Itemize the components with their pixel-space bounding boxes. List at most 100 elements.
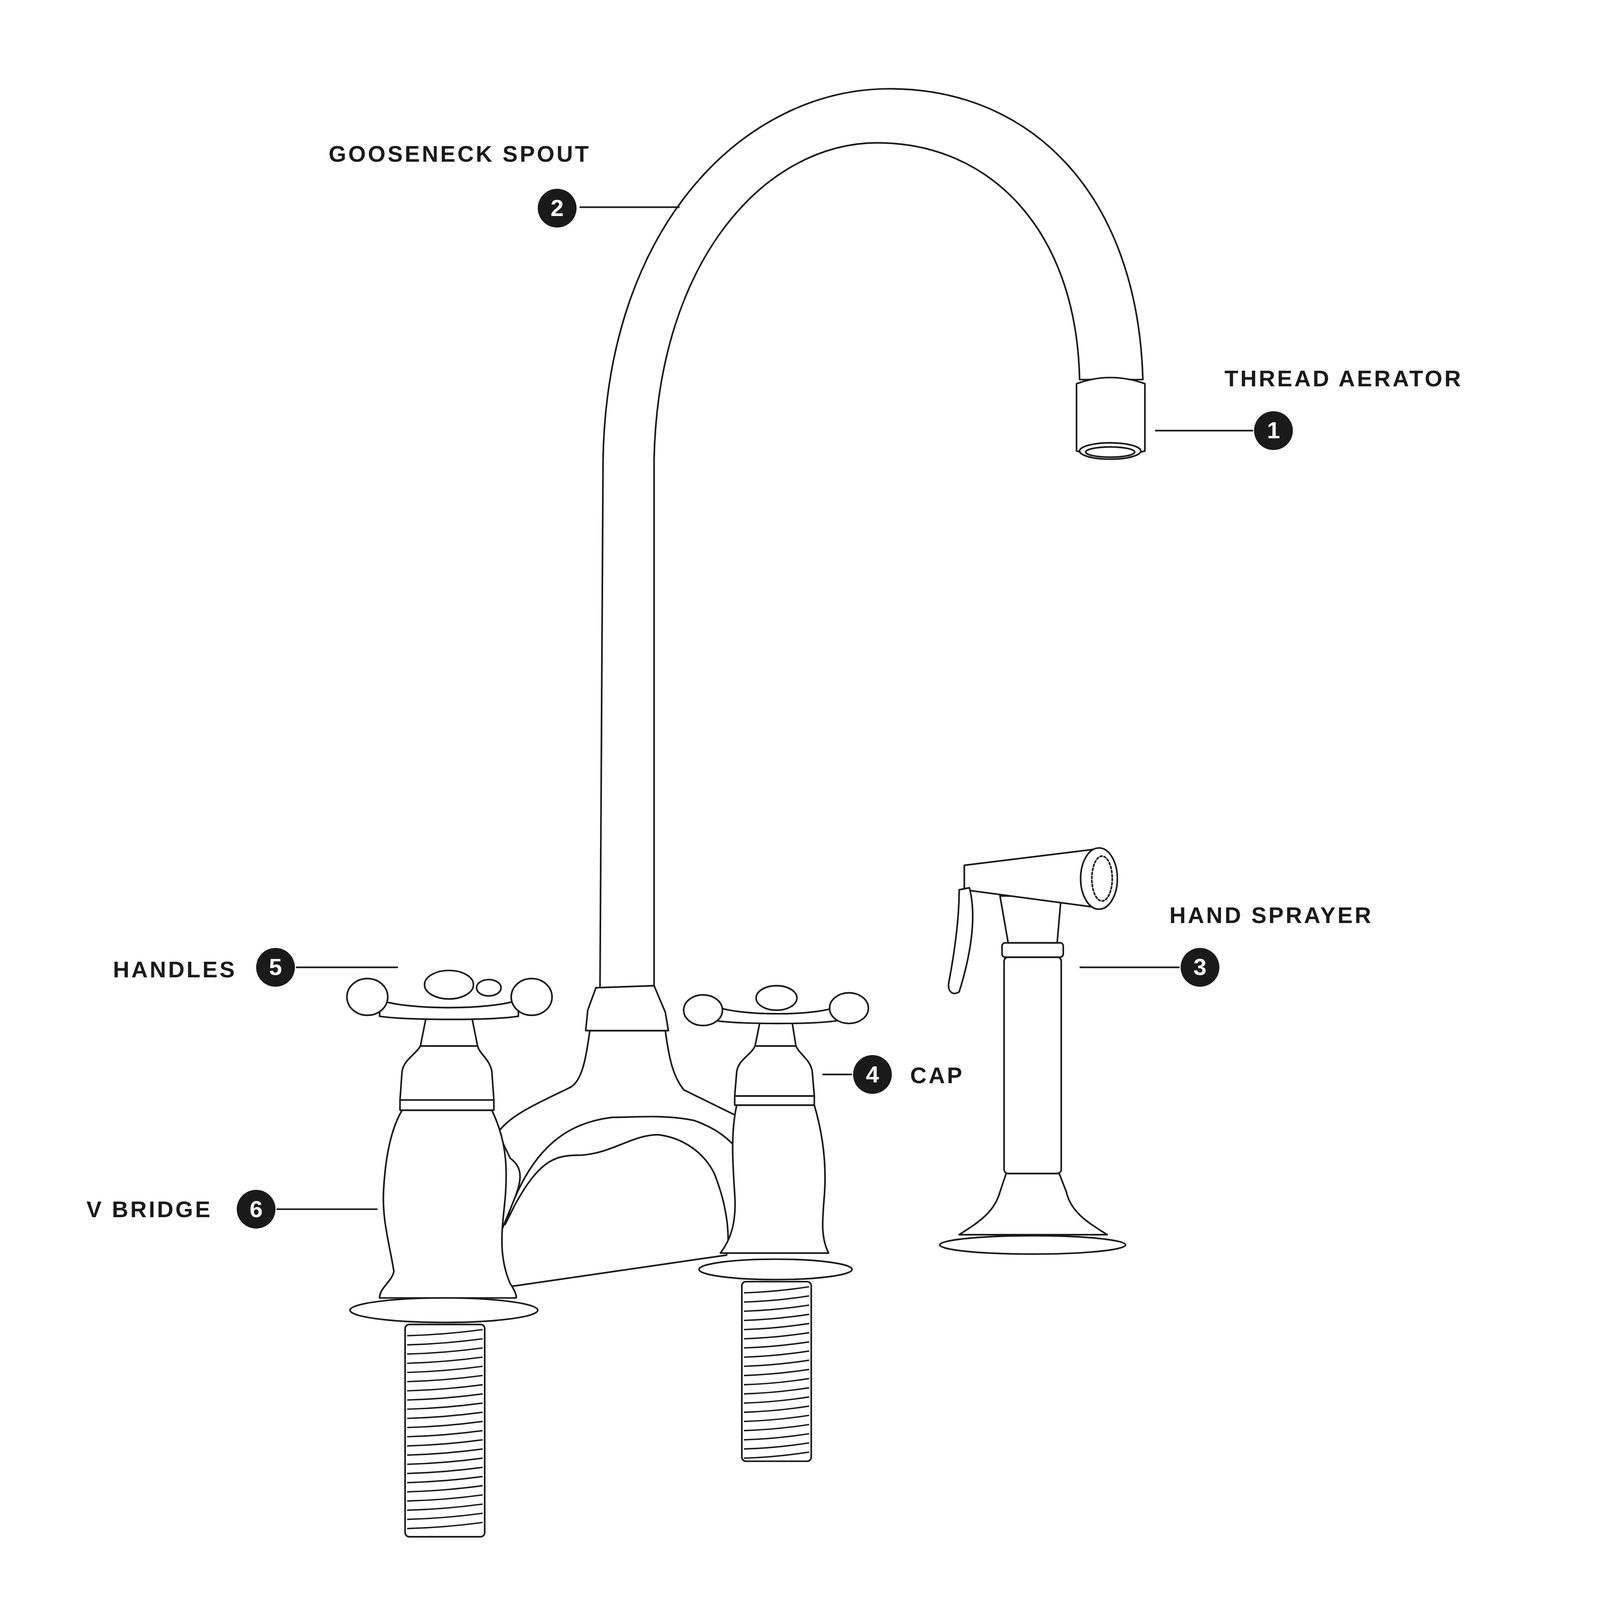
right-valve-body — [720, 1105, 829, 1254]
leader-lines — [276, 207, 1254, 1209]
left-thread — [405, 1324, 485, 1537]
right-handle-knob — [683, 994, 723, 1026]
callout-number: 5 — [269, 955, 283, 979]
part-name: HANDLES — [112, 958, 237, 981]
thread-line — [743, 1323, 809, 1330]
part-name: GOOSENECK SPOUT — [328, 142, 591, 166]
thread-line — [407, 1421, 483, 1428]
thread-line — [407, 1458, 483, 1465]
thread-line — [407, 1348, 483, 1355]
thread-line — [743, 1433, 809, 1440]
thread-line — [743, 1442, 809, 1450]
thread-line — [407, 1357, 483, 1364]
part-name: CAP — [910, 1064, 965, 1087]
right-valve-ring — [734, 1096, 815, 1106]
right-handle-knob — [829, 992, 869, 1024]
thread-line — [743, 1387, 809, 1395]
sprayer-nozzle — [1091, 856, 1113, 902]
callout-circles — [236, 188, 1293, 1229]
left-handle-knob — [476, 979, 502, 997]
thread-line — [407, 1448, 483, 1456]
leader-line — [296, 966, 399, 968]
gooseneck-spout — [600, 88, 1143, 988]
thread-line — [407, 1393, 483, 1400]
sprayer-face — [1080, 848, 1118, 910]
thread-line — [407, 1485, 483, 1492]
sprayer-flange — [939, 1235, 1126, 1254]
v-bridge — [494, 1030, 750, 1288]
thread-line — [743, 1415, 809, 1422]
callout-number: 1 — [1266, 418, 1280, 443]
left-cap — [400, 1046, 494, 1100]
thread-line — [407, 1375, 483, 1382]
callout-circle — [537, 188, 577, 228]
right-thread — [741, 1281, 812, 1462]
thread-line — [407, 1403, 483, 1410]
leader-line — [1079, 966, 1180, 968]
callout-circle — [1180, 948, 1220, 987]
thread-line — [743, 1305, 809, 1312]
callout-number: 2 — [550, 196, 564, 220]
thread-line — [743, 1378, 809, 1385]
right-handle-knob — [756, 985, 797, 1011]
sprayer-ring — [1001, 942, 1064, 958]
thread-line — [743, 1314, 809, 1321]
thread-line — [743, 1451, 809, 1459]
sprayer-tube — [1003, 957, 1061, 1174]
part-name: HAND SPRAYER — [1169, 903, 1374, 927]
callout-circle — [853, 1055, 892, 1094]
thread-line — [743, 1360, 809, 1367]
thread-line — [743, 1341, 809, 1349]
part-name: THREAD AERATOR — [1224, 367, 1463, 390]
thread-line — [743, 1396, 809, 1404]
thread-line — [407, 1384, 483, 1392]
thread-line — [407, 1522, 483, 1529]
thread-line — [407, 1329, 483, 1336]
thread-line — [407, 1494, 483, 1502]
thread-line — [407, 1338, 483, 1345]
aerator-mouth — [1079, 442, 1142, 460]
thread-line — [743, 1296, 809, 1303]
callout-circle — [236, 1189, 276, 1229]
right-flange — [698, 1259, 852, 1280]
thread-line — [407, 1476, 483, 1483]
thread-line — [743, 1424, 809, 1431]
callout-number: 4 — [866, 1062, 879, 1087]
leader-line — [276, 1208, 378, 1210]
callout-circle — [256, 948, 295, 987]
left-handle-arms — [379, 1000, 519, 1020]
aerator-mouth-inner — [1085, 446, 1135, 458]
right-cap — [734, 1046, 815, 1097]
thread-line — [743, 1286, 809, 1293]
left-valve-body — [379, 1110, 517, 1299]
callout-number: 3 — [1193, 955, 1207, 979]
left-handle-knob — [511, 978, 552, 1016]
callout-number: 6 — [249, 1197, 263, 1222]
thread-line — [407, 1366, 483, 1373]
leader-line — [579, 206, 680, 208]
thread-line — [407, 1412, 483, 1419]
thread-lines — [407, 1286, 809, 1529]
thread-line — [743, 1369, 809, 1376]
left-handle-knob — [346, 978, 388, 1016]
thread-line — [743, 1351, 809, 1358]
left-flange — [350, 1298, 538, 1323]
leader-line — [822, 1073, 852, 1076]
left-valve-ring — [400, 1100, 494, 1111]
leader-line — [1155, 429, 1254, 432]
thread-line — [407, 1503, 483, 1511]
left-handle-knob — [424, 970, 474, 999]
thread-line — [743, 1332, 809, 1340]
thread-line — [407, 1439, 483, 1447]
thread-line — [407, 1513, 483, 1520]
sprayer-lever — [948, 887, 973, 994]
part-name: V BRIDGE — [86, 1198, 213, 1221]
sprayer-neck — [1000, 896, 1062, 943]
sprayer-base — [959, 1173, 1108, 1235]
callout-circle — [1253, 411, 1293, 450]
spout-collar — [585, 985, 669, 1031]
thread-line — [407, 1467, 483, 1474]
thread-line — [407, 1430, 483, 1437]
